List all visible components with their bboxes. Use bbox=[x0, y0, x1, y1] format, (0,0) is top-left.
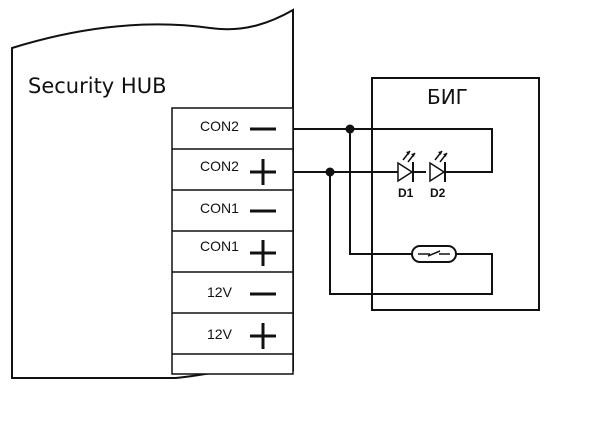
device-title: БИГ bbox=[427, 85, 468, 109]
terminal-con1-plus: CON1 bbox=[200, 238, 276, 266]
led-d1: D1 bbox=[397, 150, 426, 200]
hub-title: Security HUB bbox=[28, 74, 166, 98]
terminal-label: CON1 bbox=[200, 238, 239, 254]
wire-reed-right bbox=[329, 172, 493, 295]
led-label: D2 bbox=[430, 186, 446, 200]
plus-sign bbox=[250, 323, 276, 349]
terminal-label: 12V bbox=[207, 284, 233, 300]
terminal-label: CON1 bbox=[200, 200, 239, 216]
plus-sign bbox=[250, 159, 276, 185]
terminal-12v-plus: 12V bbox=[207, 323, 276, 349]
light-emission-icon bbox=[434, 150, 448, 163]
terminal-con2-plus: CON2 bbox=[200, 158, 276, 185]
terminal-con2-minus: CON2 bbox=[200, 118, 276, 134]
device-box: БИГ bbox=[371, 77, 540, 311]
led-d2: D2 bbox=[429, 150, 455, 200]
wire-con2-minus bbox=[293, 128, 493, 173]
terminal-label: CON2 bbox=[200, 118, 239, 134]
terminal-label: CON2 bbox=[200, 158, 239, 174]
terminal-con1-minus: CON1 bbox=[200, 200, 276, 216]
reed-switch bbox=[411, 245, 457, 263]
junction-dot bbox=[345, 124, 355, 134]
light-emission-icon bbox=[402, 150, 416, 163]
plus-sign bbox=[250, 240, 276, 266]
terminal-label: 12V bbox=[207, 326, 233, 342]
terminal-block: CON2 CON2 CON1 CON1 12V bbox=[171, 107, 294, 375]
terminal-12v-minus: 12V bbox=[207, 284, 276, 300]
led-label: D1 bbox=[398, 186, 414, 200]
wire-reed-left bbox=[349, 129, 412, 255]
junction-dot bbox=[325, 167, 335, 177]
wiring bbox=[293, 124, 493, 295]
